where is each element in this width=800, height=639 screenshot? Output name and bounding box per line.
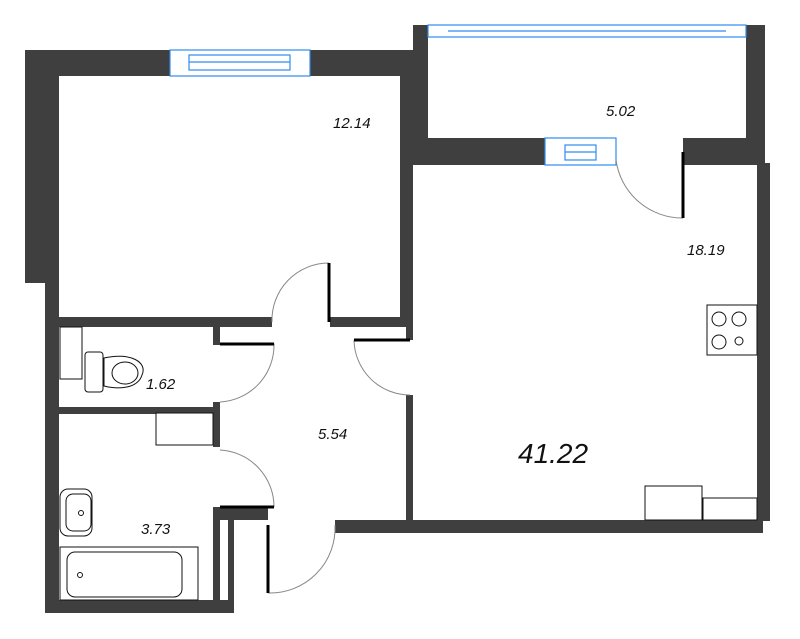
bedroom-window — [169, 49, 311, 77]
doors — [219, 152, 685, 594]
bathroom-door — [219, 449, 275, 509]
fixtures — [59, 304, 758, 601]
kitchen-area: 18.19 — [687, 242, 725, 259]
bathtub-icon — [59, 546, 199, 601]
kitchen-counter — [702, 497, 758, 521]
total-area: 41.22 — [518, 438, 588, 469]
toilet-door — [219, 342, 275, 403]
toilet-area: 1.62 — [146, 376, 176, 393]
bedroom-area: 12.14 — [333, 115, 371, 132]
hallway-area: 5.54 — [318, 426, 347, 443]
kitchen-door — [353, 338, 411, 396]
walls — [25, 25, 770, 613]
balcony-door-window — [544, 137, 617, 166]
washer-box — [155, 412, 214, 446]
stove-icon — [706, 304, 758, 356]
toilet-icon — [84, 351, 144, 393]
entrance-door — [266, 524, 336, 594]
balcony-window — [427, 24, 747, 38]
bedroom-door — [271, 262, 331, 323]
windows — [169, 24, 747, 166]
toilet-cistern-box — [59, 326, 83, 380]
kitchen-cabinet — [644, 485, 703, 521]
balcony-door — [615, 152, 685, 219]
sink-icon — [59, 488, 93, 537]
bathroom-area: 3.73 — [141, 521, 171, 538]
balcony-area: 5.02 — [606, 103, 636, 120]
area-labels: 12.14 5.02 18.19 1.62 5.54 3.73 41.22 — [141, 103, 725, 538]
